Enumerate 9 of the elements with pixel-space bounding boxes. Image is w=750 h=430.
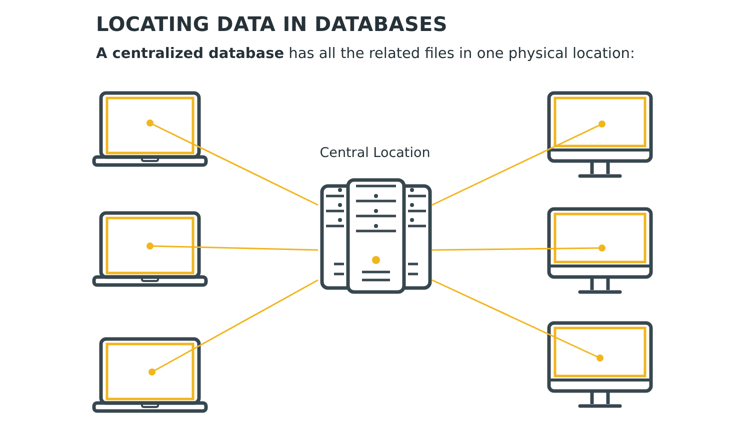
connector-line <box>146 242 318 251</box>
connector-line <box>148 279 318 376</box>
node-label: Central Location <box>318 145 432 161</box>
connector-line <box>146 120 318 206</box>
connector-line <box>432 244 606 252</box>
title: LOCATING DATA IN DATABASES <box>96 12 448 36</box>
connector-line <box>432 279 604 362</box>
connector-line <box>432 120 606 206</box>
subtitle: A centralized database has all the related files in one physical location: <box>96 46 635 62</box>
